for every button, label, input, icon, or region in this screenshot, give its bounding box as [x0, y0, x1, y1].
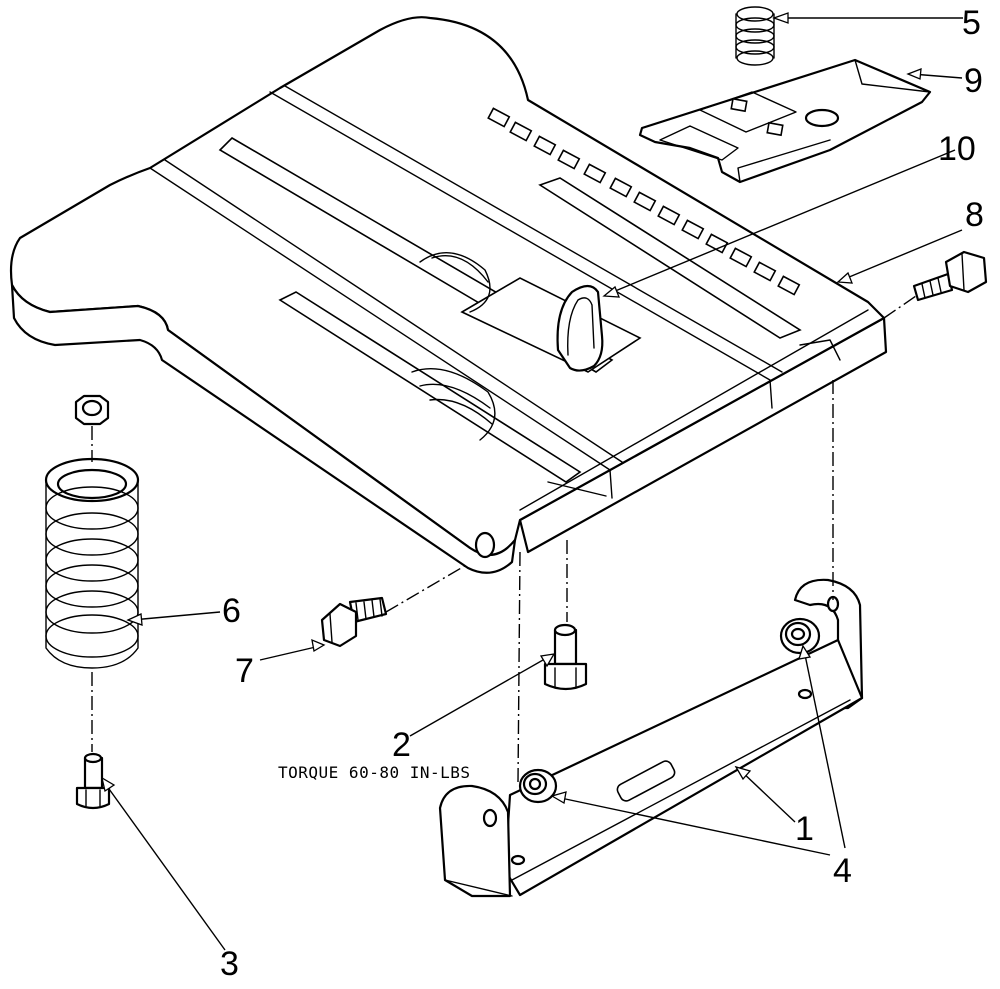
callout-4: 4 — [833, 852, 852, 890]
shoulder-bolt — [543, 623, 588, 691]
small-spring — [735, 6, 775, 66]
callout-2: 2 — [392, 726, 411, 764]
callout-10: 10 — [938, 130, 976, 168]
callout-5: 5 — [962, 4, 981, 42]
callout-8: 8 — [965, 196, 984, 234]
hex-bolt — [75, 752, 111, 810]
callout-7: 7 — [235, 652, 254, 690]
retainer-plate — [638, 58, 932, 184]
mounting-bracket — [438, 578, 864, 898]
torque-note: TORQUE 60-80 IN-LBS — [278, 763, 471, 782]
callout-9: 9 — [964, 62, 983, 100]
flange-nut-upper — [779, 617, 821, 655]
side-hex-bolt — [320, 596, 388, 648]
spring-clip — [556, 284, 604, 372]
coil-spring — [44, 457, 140, 669]
lock-nut — [74, 394, 110, 426]
plate-hex-bolt — [912, 250, 988, 302]
callout-6: 6 — [222, 592, 241, 630]
callout-1: 1 — [795, 810, 814, 848]
center-lines — [91, 295, 917, 783]
leader-lines — [101, 12, 963, 951]
callout-3: 3 — [220, 945, 239, 983]
seat-plate — [9, 16, 888, 574]
flange-nut-lower — [518, 768, 558, 804]
callout-numbers: 5 9 10 8 6 7 2 1 4 3 TORQUE 60-80 IN-LBS — [220, 4, 984, 983]
slot-row — [487, 107, 801, 296]
